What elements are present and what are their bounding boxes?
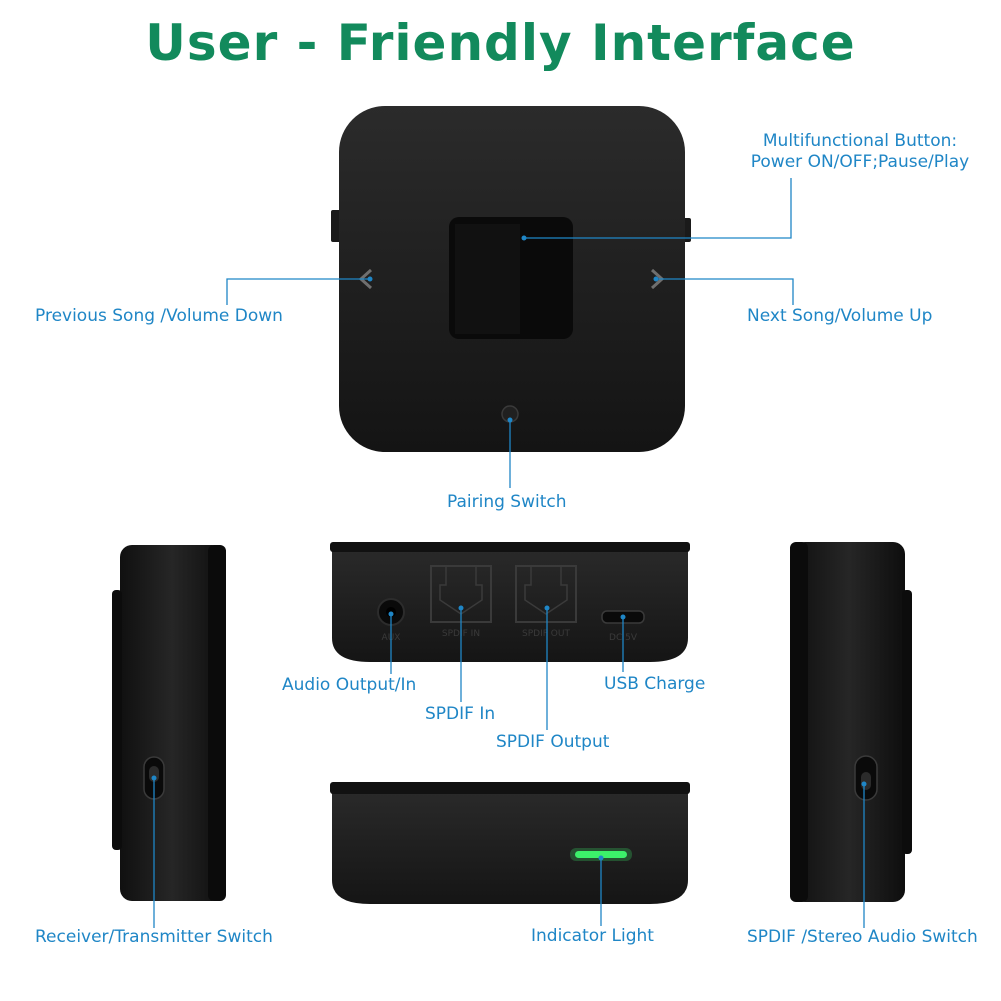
device-left-side-view	[112, 545, 226, 901]
spdif-stereo-switch-label: SPDIF /Stereo Audio Switch	[747, 927, 978, 947]
device-right-side-view	[790, 542, 912, 902]
multifunctional-label-line1: Multifunctional Button:	[762, 131, 958, 151]
spdif-in-label: SPDIF In	[425, 704, 496, 724]
receiver-transmitter-switch-label: Receiver/Transmitter Switch	[35, 927, 273, 947]
audio-output-label: Audio Output/In	[282, 675, 417, 695]
indicator-light-label: Indicator Light	[531, 926, 654, 946]
spdif-output-label: SPDIF Output	[496, 732, 610, 752]
device-top-view	[331, 106, 691, 452]
spdif-out-port-label: SPDIF OUT	[522, 629, 570, 639]
side-button-left[interactable]	[331, 210, 341, 242]
multifunctional-button-label: Multifunctional Button: Power ON/OFF;Pau…	[745, 131, 975, 173]
pairing-switch-label: Pairing Switch	[447, 492, 567, 512]
page-title: User - Friendly Interface	[145, 14, 856, 72]
device-back-view: AUX SPDIF IN SPDIF OUT DC 5V	[330, 542, 690, 662]
usb-charge-label: USB Charge	[604, 674, 706, 694]
multifunctional-label-line2: Power ON/OFF;Pause/Play	[750, 152, 970, 172]
device-front-view	[330, 782, 690, 904]
indicator-light	[575, 851, 627, 858]
previous-song-label: Previous Song /Volume Down	[35, 306, 283, 326]
next-song-label: Next Song/Volume Up	[747, 306, 933, 326]
spdif-out-port[interactable]	[515, 565, 577, 623]
